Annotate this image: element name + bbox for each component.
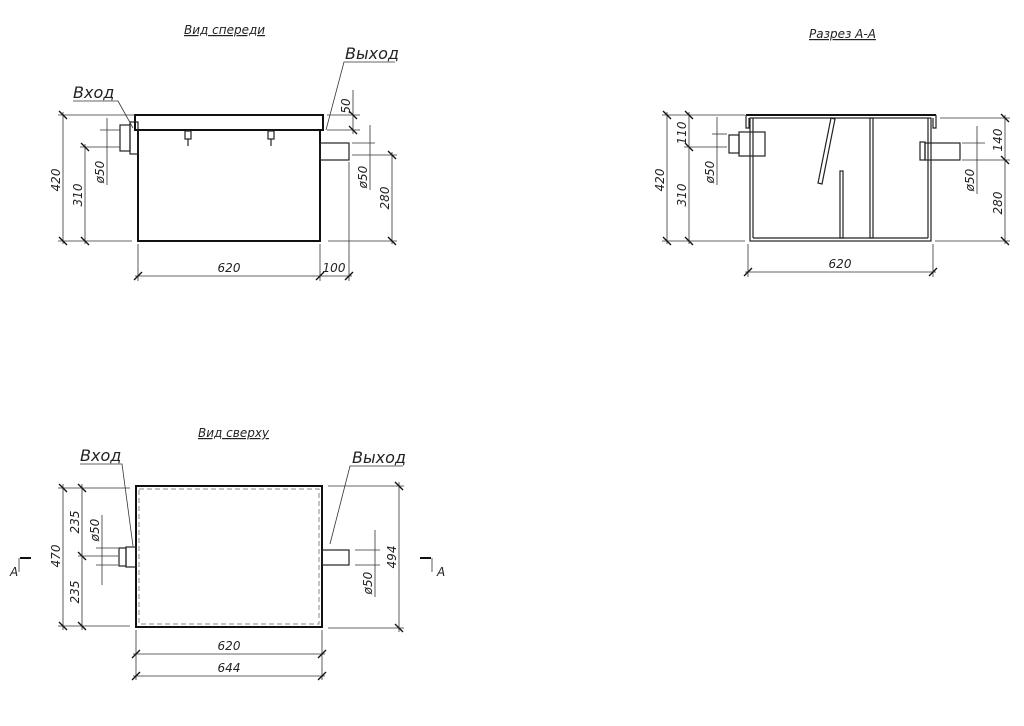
top-dim-235-upper: 235 [68,511,82,534]
top-dim-494: 494 [385,546,399,569]
dim-inlet-diameter: ø50 [93,160,107,184]
outlet-leader [325,61,395,131]
section-dim-inlet-diameter: ø50 [703,160,717,184]
vertical-baffle-short [839,170,844,239]
section-dim-310: 310 [675,183,689,206]
section-marker-right-label: А [436,565,445,579]
top-inlet-leader [80,463,134,547]
top-view-title: Вид сверху [198,426,270,440]
section-dimension-lines [662,110,1010,277]
tank-body [137,129,321,242]
top-outlet-label: Выход [352,448,406,467]
section-marker-left-label: А [9,565,18,579]
dim-280: 280 [378,186,392,209]
inner-outline [138,488,320,625]
hinge-right [267,130,275,146]
section-dim-140: 140 [991,128,1005,151]
section-view: Разрез А-А 420 110 310 ø50 140 ø50 28 [653,27,1010,277]
outlet-pipe-section [919,141,961,161]
top-dim-470: 470 [49,544,63,567]
outlet-pipe [319,142,350,161]
section-dim-420: 420 [653,168,667,191]
tank-outline [135,485,323,628]
top-inlet-label: Вход [80,446,121,465]
top-dim-235-lower: 235 [68,581,82,604]
section-view-title: Разрез А-А [809,27,876,41]
outlet-label: Выход [345,44,399,63]
inclined-baffle [817,117,836,185]
inlet-leader [73,100,134,129]
top-dimension-lines [58,481,404,681]
section-marker-left: А [9,557,31,579]
section-dim-280: 280 [991,191,1005,214]
dimension-lines [58,90,397,281]
hinge-left [184,130,192,146]
section-dim-110: 110 [675,121,689,144]
lid [134,114,324,131]
top-dim-620: 620 [218,639,241,653]
dim-310: 310 [71,183,85,206]
top-outlet-leader [329,465,403,545]
top-view: Вид сверху Вход Выход А [9,426,445,681]
section-marker-right: А [420,557,445,579]
inlet-pipe [119,121,139,155]
flange-right [932,115,937,129]
dim-50: 50 [339,98,353,114]
inlet-pipe-top [118,546,137,568]
top-dim-644: 644 [218,661,241,675]
outlet-pipe-top [321,549,350,566]
dim-620: 620 [218,261,241,275]
section-dim-620: 620 [829,257,852,271]
inlet-pipe-section [728,131,766,157]
top-dim-inlet-diameter: ø50 [88,518,102,542]
front-view-title: Вид спереди [184,23,265,37]
tank-wall [749,117,932,242]
dim-420: 420 [49,168,63,191]
top-dim-outlet-diameter: ø50 [361,571,375,595]
dim-outlet-diameter: ø50 [356,165,370,189]
dim-100: 100 [323,261,346,275]
inlet-label: Вход [73,83,114,102]
vertical-partition [869,117,874,239]
section-dim-outlet-diameter: ø50 [963,168,977,192]
flange-left [745,115,750,129]
front-view: Вид спереди Вход Выход 420 3 [49,23,399,281]
